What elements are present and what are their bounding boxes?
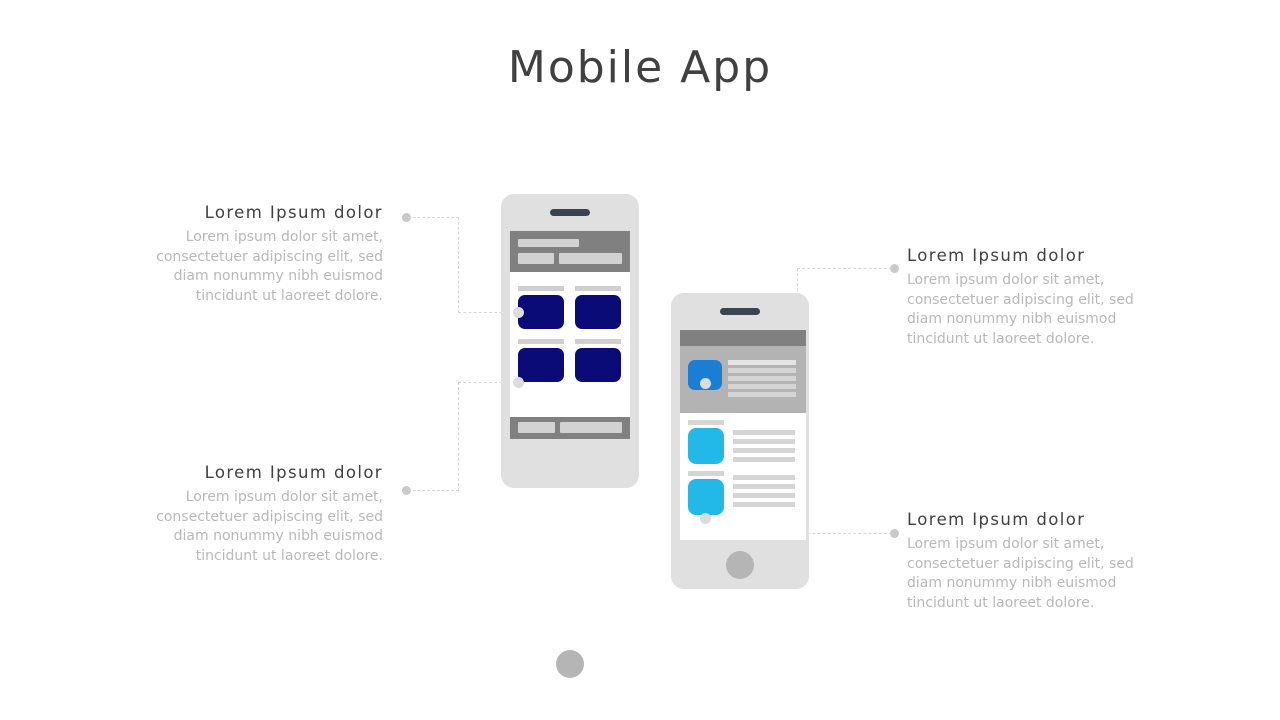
list-item-1-thumbnail[interactable]: [688, 428, 724, 464]
callout-heading: Lorem Ipsum dolor: [907, 246, 1086, 265]
tile-label-2: [575, 286, 621, 291]
app-tile-2[interactable]: [575, 295, 621, 329]
phone-home-button[interactable]: [726, 551, 754, 579]
callout-top-left: Lorem Ipsum dolor Lorem ipsum dolor sit …: [118, 203, 383, 306]
anchor-dot-list-item-2: [700, 513, 711, 524]
connector-dot-top-right: [890, 264, 899, 273]
callout-top-right: Lorem Ipsum dolor Lorem ipsum dolor sit …: [907, 246, 1172, 349]
connector-line-1-segment-v: [458, 217, 459, 313]
app-tile-1[interactable]: [518, 295, 564, 329]
featured-text-line-1: [728, 360, 796, 365]
callout-heading: Lorem Ipsum dolor: [204, 203, 383, 222]
connector-line-2-segment-v: [458, 382, 459, 491]
screen-footer-bar: [510, 417, 630, 439]
list-item-2-text-line-2: [733, 484, 795, 489]
featured-text-line-3: [728, 376, 796, 381]
app-tile-3[interactable]: [518, 348, 564, 382]
connector-line-3-segment-h1: [797, 268, 892, 269]
header-field-left: [518, 253, 554, 264]
list-item-2-text-line-4: [733, 502, 795, 507]
list-item-1-text-line-2: [733, 439, 795, 444]
callout-bottom-left: Lorem Ipsum dolor Lorem ipsum dolor sit …: [118, 463, 383, 566]
connector-line-4-segment-h2: [797, 533, 892, 534]
phone-speaker-icon: [550, 209, 590, 216]
connector-dot-bottom-left: [402, 486, 411, 495]
list-item-2-text-line-1: [733, 475, 795, 480]
callout-heading: Lorem Ipsum dolor: [204, 463, 383, 482]
list-item-1-text-line-4: [733, 457, 795, 462]
callout-heading: Lorem Ipsum dolor: [907, 510, 1086, 529]
phone-mockup-right: [671, 293, 809, 589]
callout-body: Lorem ipsum dolor sit amet, consectetuer…: [156, 229, 383, 304]
featured-panel: [680, 346, 806, 413]
anchor-dot-tile-3: [513, 377, 524, 388]
list-item-2-thumbnail[interactable]: [688, 479, 724, 515]
connector-line-1-segment-h2: [458, 312, 518, 313]
callout-body: Lorem ipsum dolor sit amet, consectetuer…: [156, 489, 383, 564]
tile-label-3: [518, 339, 564, 344]
connector-dot-bottom-right: [890, 529, 899, 538]
list-item-2-caption: [688, 471, 724, 476]
callout-bottom-right: Lorem Ipsum dolor Lorem ipsum dolor sit …: [907, 510, 1172, 613]
anchor-dot-featured-tile: [700, 378, 711, 389]
list-item-1-text-line-3: [733, 448, 795, 453]
phone-home-button[interactable]: [556, 650, 584, 678]
footer-button-left[interactable]: [518, 422, 555, 433]
tile-label-1: [518, 286, 564, 291]
list-item-1-caption: [688, 420, 724, 425]
app-tile-4[interactable]: [575, 348, 621, 382]
list-item-2-text-line-3: [733, 493, 795, 498]
phone-right-screen: [680, 330, 806, 540]
page-title: Mobile App: [507, 42, 773, 93]
featured-text-line-5: [728, 392, 796, 397]
screen-header-bar: [510, 231, 630, 272]
connector-line-2-segment-h1: [408, 490, 459, 491]
header-title-placeholder: [518, 239, 579, 247]
footer-button-right[interactable]: [560, 422, 622, 433]
screen-status-bar: [680, 330, 806, 346]
header-field-right: [559, 253, 622, 264]
connector-dot-top-left: [402, 213, 411, 222]
featured-text-line-2: [728, 368, 796, 373]
phone-mockup-left: [501, 194, 639, 678]
tile-label-4: [575, 339, 621, 344]
phone-left-screen: [510, 231, 630, 439]
anchor-dot-tile-1: [513, 307, 524, 318]
callout-body: Lorem ipsum dolor sit amet, consectetuer…: [907, 536, 1134, 611]
featured-text-line-4: [728, 384, 796, 389]
callout-body: Lorem ipsum dolor sit amet, consectetuer…: [907, 272, 1134, 347]
list-item-1-text-line-1: [733, 430, 795, 435]
connector-line-2-segment-h2: [458, 382, 518, 383]
phone-speaker-icon: [720, 308, 760, 315]
connector-line-1-segment-h1: [408, 217, 459, 218]
